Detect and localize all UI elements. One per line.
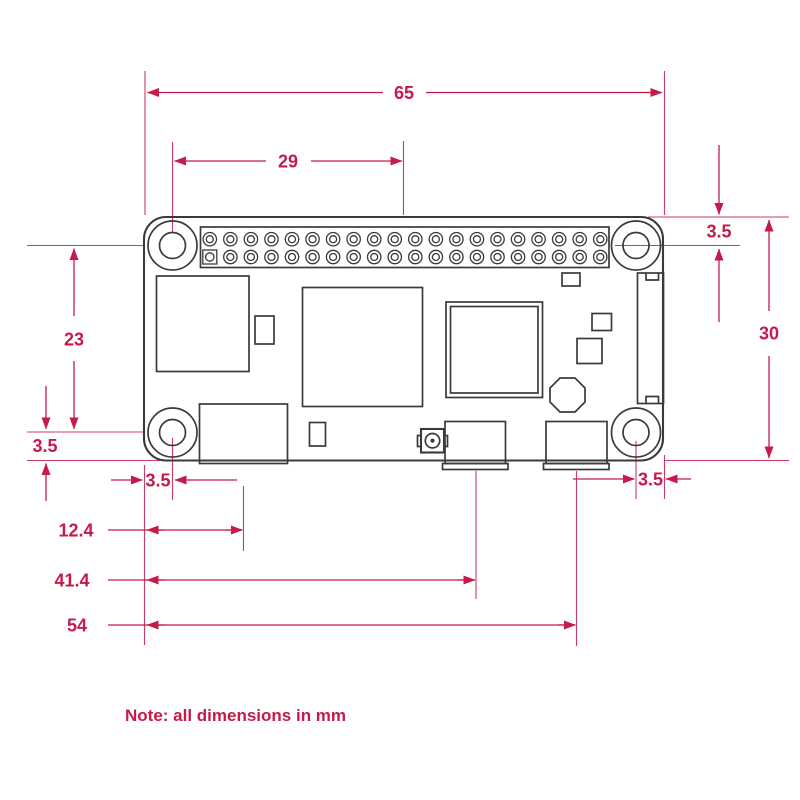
dim-label-30: 30 [759,324,779,344]
dim-total-width: 65 [147,83,663,103]
small-component-mid [308,421,327,447]
small-component-c [576,337,603,365]
dim-label-65: 65 [394,83,414,103]
dim-label-3_5-bottom-left: 3.5 [145,471,170,491]
mounting-hole-bottom-left [147,407,198,458]
oscillator-octagon [549,377,586,413]
dim-label-29: 29 [278,152,298,172]
dim-sd-center-offset: 12.4 [58,521,243,541]
ufl-antenna-connector [416,427,449,454]
extension-lines [27,71,789,646]
dim-label-23: 23 [64,330,84,350]
dim-board-height: 30 [759,219,779,459]
dim-label-12_4: 12.4 [58,521,93,541]
dim-hole-inset-bottom-left-vertical: 3.5 [32,386,58,501]
dim-label-3_5-left: 3.5 [32,436,57,456]
dim-hole-inset-bottom-right: 3.5 [573,470,691,490]
soc-chip [301,286,424,408]
mounting-hole-top-left [147,220,198,271]
wireless-module [445,301,544,399]
mounting-holes [147,220,662,458]
gpio-pin1-square [202,249,218,265]
dim-pwr-center-offset: 54 [67,616,576,636]
dim-gpio-offset: 29 [174,152,403,172]
mounting-hole-bottom-right [610,407,662,458]
gpio-header [199,226,610,269]
dim-label-41_4: 41.4 [54,571,89,591]
dim-hole-inset-top-right: 3.5 [706,145,732,322]
camera-connector [636,272,665,405]
dim-usb-center-offset: 41.4 [54,571,476,591]
sd-card-holder [155,275,250,373]
dim-hole-pitch-vertical: 23 [64,248,84,430]
small-component-a [561,272,581,287]
note-text: Note: all dimensions in mm [125,706,346,725]
micro-usb-port [441,420,509,471]
dim-hole-inset-bottom-left-horizontal: 3.5 [111,471,237,491]
micro-usb-power-port [542,420,610,471]
dim-label-3_5-bottom-right: 3.5 [638,470,663,490]
mini-hdmi-port [198,403,289,465]
dim-label-54: 54 [67,616,87,636]
dim-label-3_5-top-right: 3.5 [706,222,731,242]
mounting-hole-top-right [610,220,662,271]
gpio-pin-grid [202,231,608,265]
small-component-b [591,312,613,332]
small-component-left [254,315,275,345]
